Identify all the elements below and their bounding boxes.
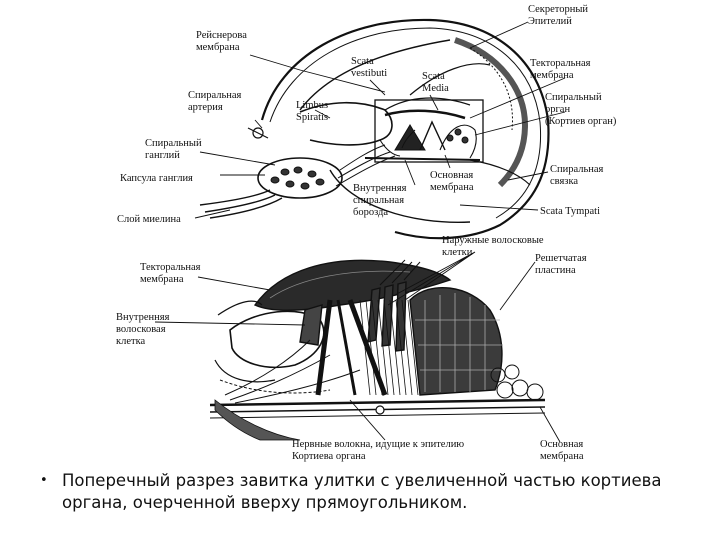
- label-line: Текторальная: [530, 58, 591, 69]
- label-line: мембрана: [540, 451, 584, 462]
- label-line: Spiratis: [296, 112, 328, 123]
- cochlear-nerve: [199, 189, 283, 219]
- label-line: связка: [550, 176, 578, 187]
- label-line: Эпителий: [528, 16, 572, 27]
- label-line: Основная: [430, 170, 473, 181]
- label-line: пластина: [535, 265, 576, 276]
- nerve-fibers: [224, 339, 361, 404]
- label-line: Scata: [351, 56, 374, 67]
- label-line: мембрана: [140, 274, 184, 285]
- label-line: мембрана: [430, 182, 474, 193]
- label-line: Решетчатая: [535, 253, 587, 264]
- limbus-spiralis: [299, 101, 393, 146]
- label-line: орган: [545, 104, 570, 115]
- label-line: Рейснерова: [196, 30, 247, 41]
- label-line: Кортиева органа: [292, 451, 366, 462]
- spiral-ganglion: [199, 144, 396, 219]
- label-line: ганглий: [145, 150, 180, 161]
- outer-cochlear-wall: [260, 18, 550, 240]
- outer-pillar: [347, 299, 388, 396]
- tectorial-membrane-upper: [384, 109, 466, 120]
- caption-bullet: •: [40, 473, 48, 488]
- label-line: Нервные волокна, идущие к эпителию: [292, 439, 464, 450]
- label-line: Секреторный: [528, 4, 588, 15]
- leader-lines: [154, 21, 566, 443]
- inner-pillar: [315, 299, 333, 396]
- label-line: vestibuti: [351, 68, 387, 79]
- label-line: Спиральный: [545, 92, 602, 103]
- organ-of-corti-upper: [379, 120, 477, 159]
- label-line: спиральная: [353, 195, 404, 206]
- magnified-region-box: [374, 99, 484, 163]
- label-line: Спиральный: [145, 138, 202, 149]
- secretory-epithelium: [454, 37, 529, 188]
- label-line: Media: [422, 83, 449, 94]
- label-line: Limbus: [296, 100, 328, 111]
- hensen-cells: [409, 287, 503, 396]
- spiral-artery: [247, 127, 269, 139]
- figure-caption: Поперечный разрез завитка улитки с увели…: [62, 471, 662, 512]
- inner-hair-cell-shape: [299, 304, 323, 346]
- label-line: Scata Tympati: [540, 206, 600, 217]
- label-line: волосковая: [116, 324, 166, 335]
- label-line: Наружные волосковые: [442, 235, 544, 246]
- label-line: мембрана: [530, 70, 574, 81]
- organ-of-corti-magnified: [209, 259, 546, 441]
- label-line: клетка: [116, 336, 146, 347]
- inner-spiral-sulcus: [229, 310, 325, 369]
- label-scala-tympani: Scata Tympati: [540, 206, 600, 217]
- label-line: мембрана: [196, 42, 240, 53]
- basilar-membrane-lower: [209, 398, 546, 407]
- cochlea-cross-section: [260, 18, 550, 240]
- basilar-membrane: [364, 157, 481, 161]
- label-ganglion-capsule: Капсула ганглия: [120, 173, 193, 184]
- reissner-membrane: [299, 39, 451, 111]
- label-line: клетки: [442, 247, 473, 258]
- label-line: Слой миелина: [117, 214, 181, 225]
- label-line: Текторальная: [140, 262, 201, 273]
- label-line: борозда: [353, 207, 388, 218]
- label-line: Внутренняя: [116, 312, 170, 323]
- label-line: Scata: [422, 71, 445, 82]
- label-line: Основная: [540, 439, 583, 450]
- label-line: Спиральная: [550, 164, 604, 175]
- label-line: артерия: [188, 102, 223, 113]
- label-line: Спиральная: [188, 90, 242, 101]
- label-line: Капсула ганглия: [120, 173, 193, 184]
- caption-row: • Поперечный разрез завитка улитки с уве…: [40, 470, 680, 514]
- label-myelin-layer: Слой миелина: [117, 214, 181, 225]
- label-line: (Кортиев орган): [545, 116, 617, 127]
- label-line: Внутренняя: [353, 183, 407, 194]
